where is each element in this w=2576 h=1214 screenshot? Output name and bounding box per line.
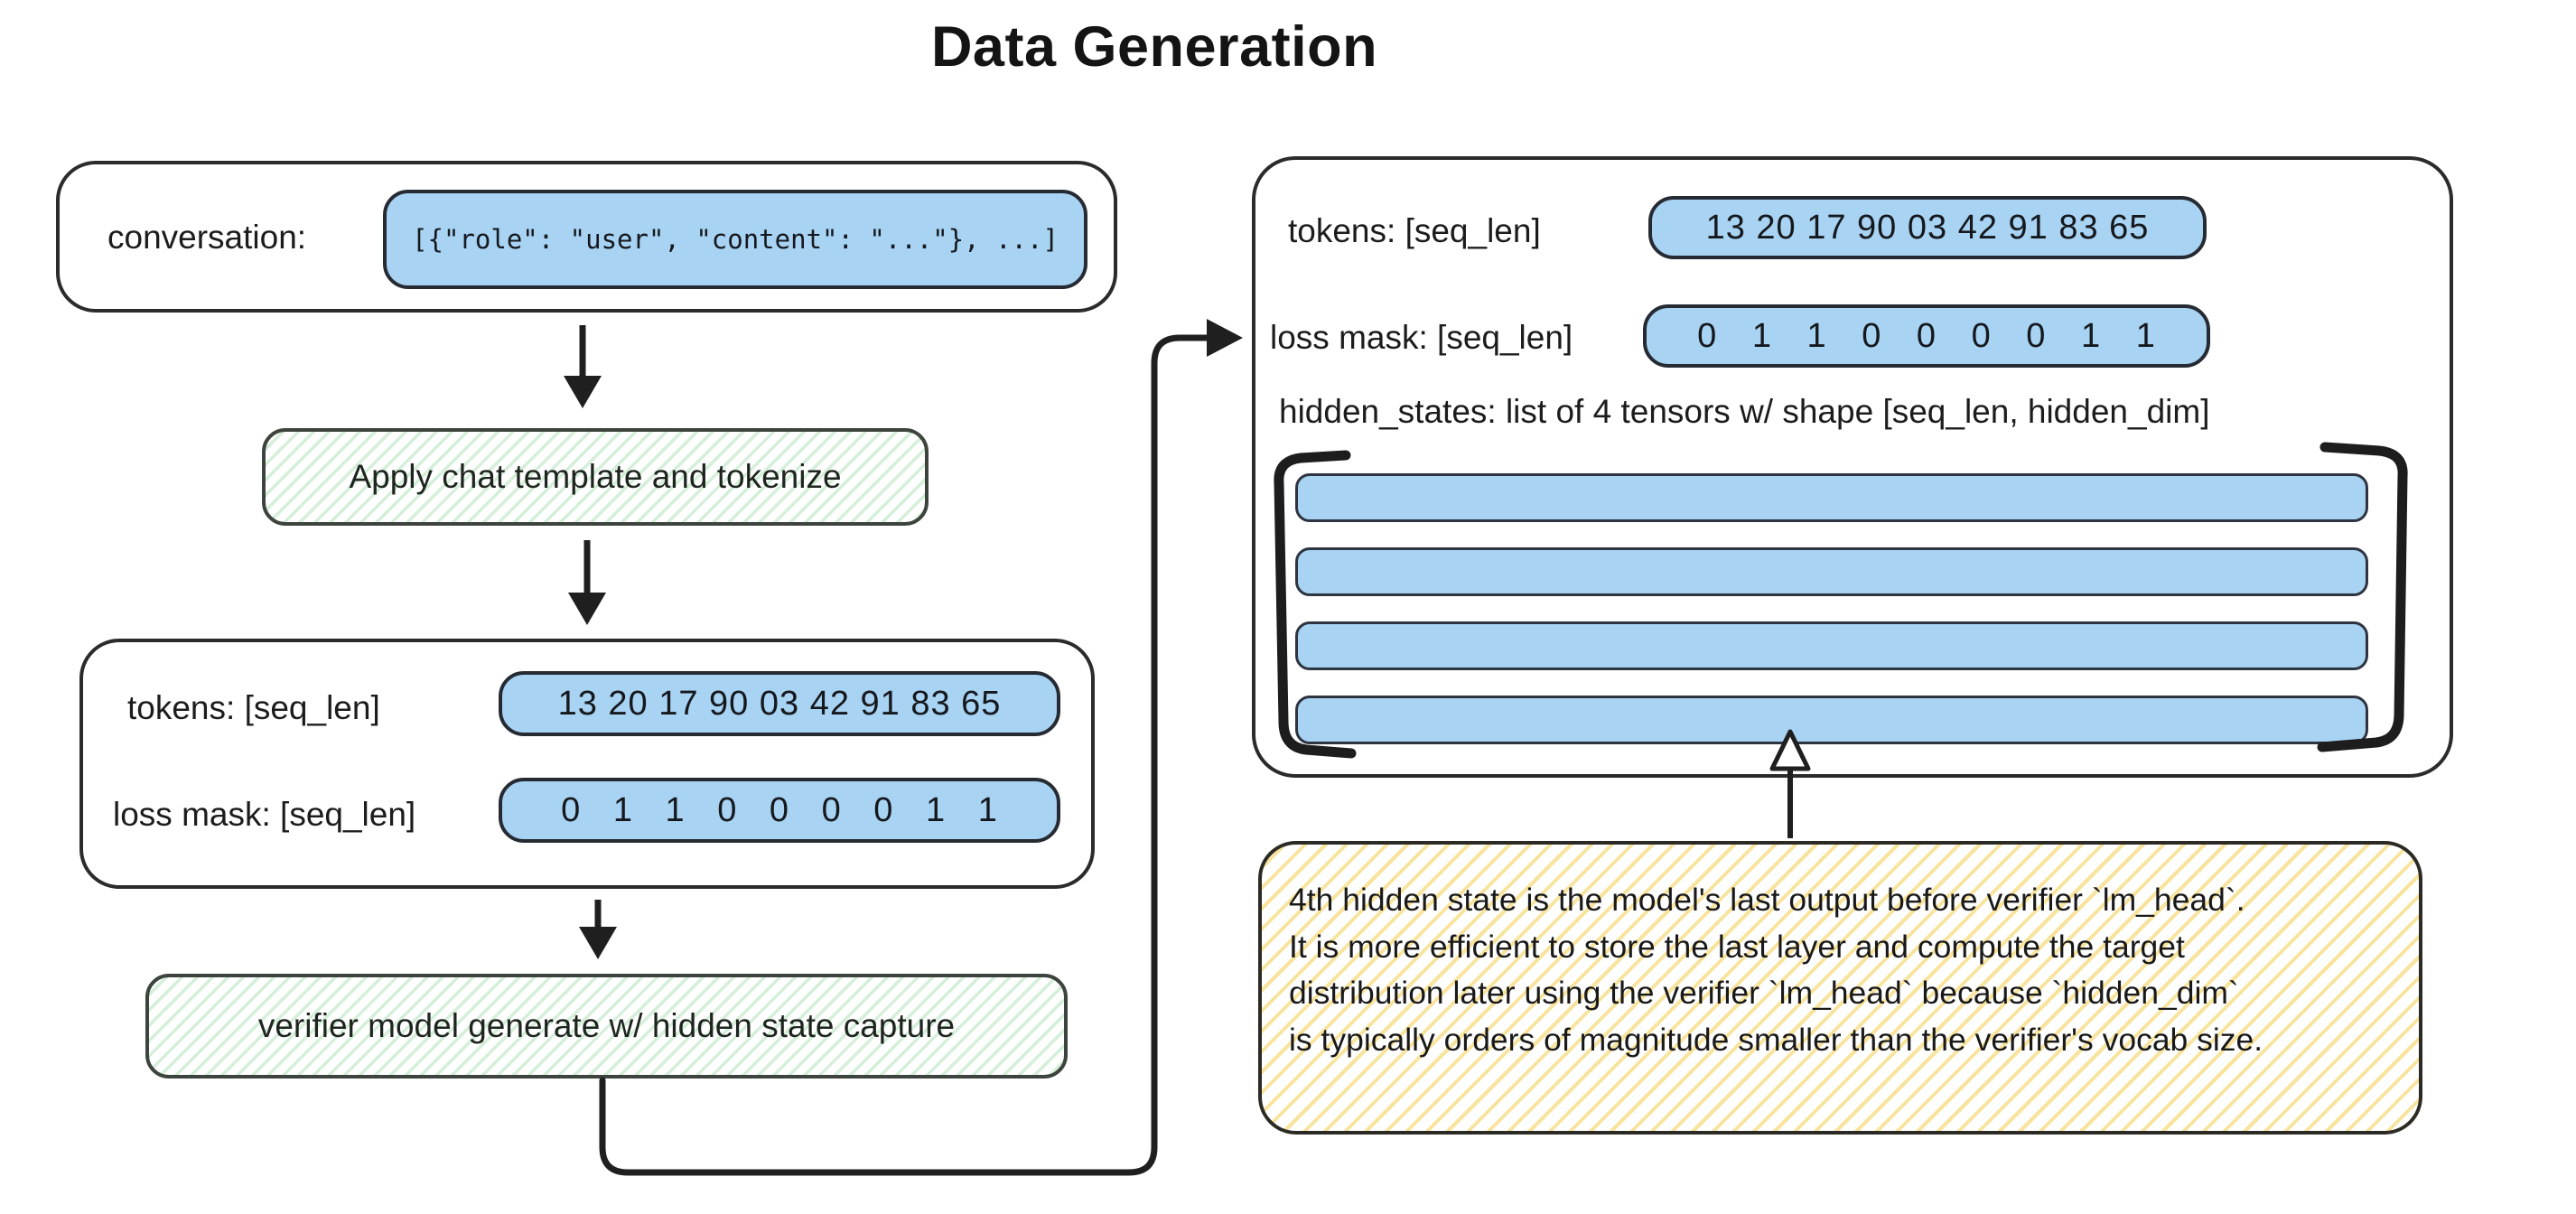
arrow-down-2-icon [568, 540, 606, 625]
loss-mask-values-right: 0 1 1 0 0 0 0 1 1 [1697, 316, 2156, 355]
hidden-state-tensor-bar [1295, 696, 2368, 744]
hidden-state-tensor-bar [1295, 473, 2368, 522]
loss-mask-values-pill-left: 0 1 1 0 0 0 0 1 1 [499, 778, 1060, 843]
loss-mask-label-left: loss mask: [seq_len] [113, 796, 416, 833]
loss-mask-label-right: loss mask: [seq_len] [1270, 319, 1573, 356]
apply-chat-template-label: Apply chat template and tokenize [349, 458, 842, 495]
verifier-generate-label: verifier model generate w/ hidden state … [257, 1007, 956, 1044]
note-line: 4th hidden state is the model's last out… [1289, 882, 2245, 918]
hidden-state-tensor-bar [1295, 547, 2368, 596]
conversation-box: conversation: [{"role": "user", "content… [56, 161, 1117, 313]
verifier-generate-step: verifier model generate w/ hidden state … [145, 974, 1068, 1079]
conversation-code-pill: [{"role": "user", "content": "..."}, ...… [383, 190, 1087, 289]
tokens-values-right: 13 20 17 90 03 42 91 83 65 [1705, 208, 2150, 247]
note-line: distribution later using the verifier `l… [1289, 975, 2239, 1011]
conversation-label: conversation: [107, 219, 307, 256]
arrow-down-1-icon [564, 325, 602, 408]
tokens-values-left: 13 20 17 90 03 42 91 83 65 [557, 684, 1002, 723]
loss-mask-values-left: 0 1 1 0 0 0 0 1 1 [561, 790, 998, 829]
page-title: Data Generation [930, 15, 1378, 79]
note-line: It is more efficient to store the last l… [1289, 928, 2185, 965]
hidden-state-tensor-bar [1295, 621, 2368, 670]
loss-mask-values-pill-right: 0 1 1 0 0 0 0 1 1 [1643, 304, 2210, 368]
conversation-code-text: [{"role": "user", "content": "..."}, ...… [412, 224, 1059, 255]
note-line: is typically orders of magnitude smaller… [1289, 1021, 2263, 1058]
tokens-label-left: tokens: [seq_len] [127, 689, 380, 726]
arrow-down-3-icon [579, 900, 617, 959]
apply-chat-template-step: Apply chat template and tokenize [262, 428, 929, 526]
tokens-box-left: tokens: [seq_len] 13 20 17 90 03 42 91 8… [79, 639, 1095, 889]
tokens-values-pill-right: 13 20 17 90 03 42 91 83 65 [1648, 196, 2207, 259]
tokens-values-pill-left: 13 20 17 90 03 42 91 83 65 [499, 671, 1060, 736]
generation-output-box: tokens: [seq_len] 13 20 17 90 03 42 91 8… [1252, 156, 2453, 778]
hidden-states-label: hidden_states: list of 4 tensors w/ shap… [1279, 393, 2210, 430]
hidden-state-note: 4th hidden state is the model's last out… [1258, 841, 2422, 1135]
tokens-label-right: tokens: [seq_len] [1288, 212, 1541, 249]
